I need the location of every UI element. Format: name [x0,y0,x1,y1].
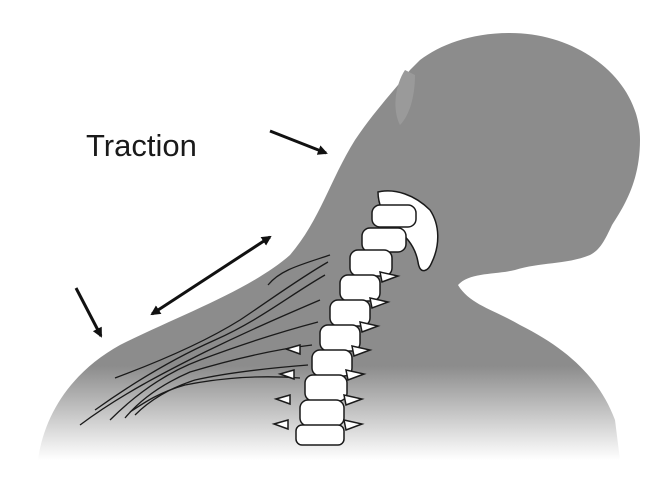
shoulder-arrow [74,287,103,338]
nerves [79,254,331,426]
traction-arrows [74,129,328,338]
cervical-spine [271,190,439,446]
ear-shape [395,70,415,125]
traction-label: Traction [86,128,197,163]
head-arrow [269,129,328,155]
double-arrow [150,235,272,316]
